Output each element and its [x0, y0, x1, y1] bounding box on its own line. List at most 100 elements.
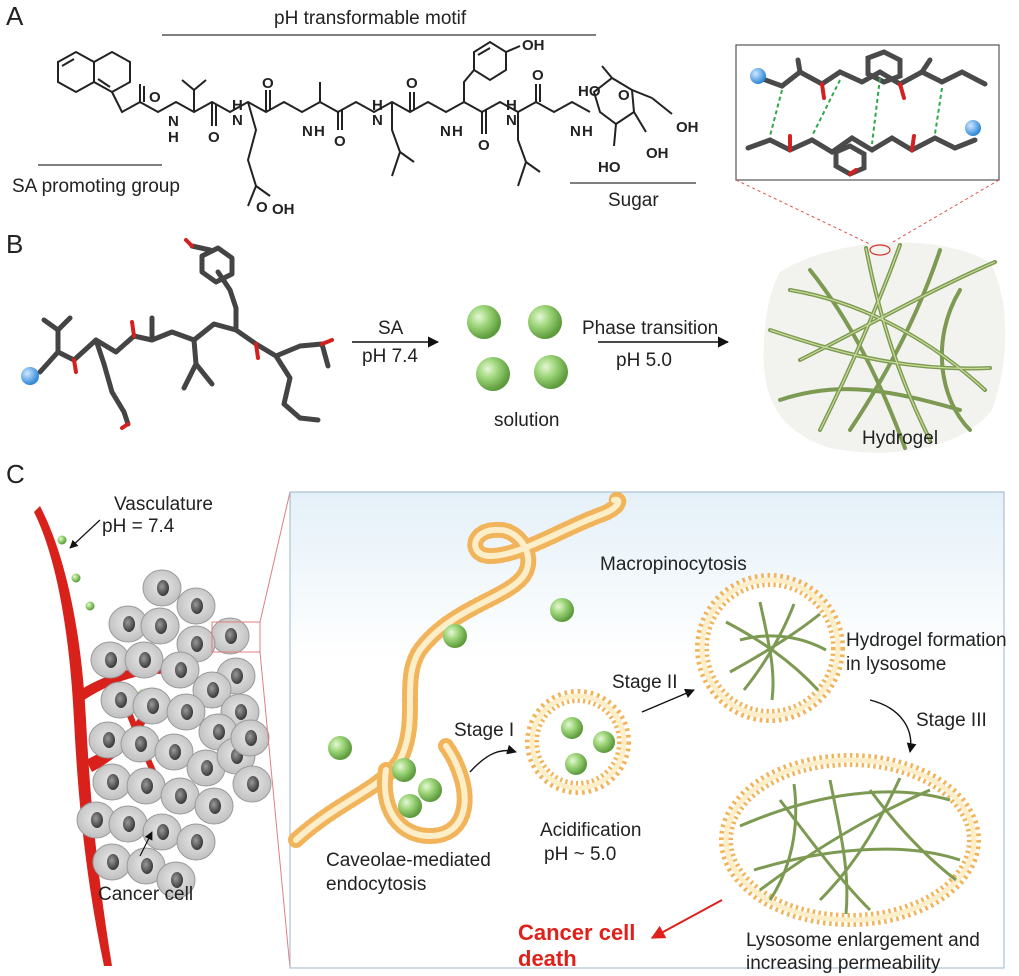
cell-nucleus — [107, 774, 119, 790]
stage-i-label: Stage I — [454, 720, 515, 741]
sa-group-label: SA promoting group — [12, 176, 180, 197]
atom-h: H — [168, 129, 179, 146]
atom-ho: HO — [598, 159, 621, 176]
cancer-cell-label: Cancer cell — [98, 884, 194, 905]
motif-label: pH transformable motif — [274, 8, 467, 29]
cell-nucleus — [103, 732, 115, 748]
sugar-label: Sugar — [608, 190, 659, 211]
arrow-ph-label: pH 7.4 — [362, 346, 418, 367]
phase-ph-label: pH 5.0 — [616, 350, 672, 371]
cell-nucleus — [213, 724, 225, 740]
cell-nucleus — [141, 778, 153, 794]
panel-label-b: B — [6, 229, 24, 259]
cap-sphere — [21, 367, 39, 385]
atom-oh: OH — [676, 119, 699, 136]
atom-n: N — [372, 112, 383, 129]
atom-oh: OH — [272, 201, 295, 218]
atom-n: N — [440, 123, 451, 140]
vasculature-label: Vasculature — [114, 494, 213, 515]
solution-label: solution — [494, 410, 560, 431]
atom-ho: HO — [578, 83, 601, 100]
cell-nucleus — [209, 798, 221, 814]
atom-h: H — [452, 123, 463, 140]
stage-ii-arrow — [641, 688, 695, 713]
cell-nucleus — [115, 692, 127, 708]
atom-o: O — [478, 137, 490, 154]
atom-o: O — [334, 133, 346, 150]
hydrogel-fibers-highlight — [769, 244, 996, 441]
atom-o: O — [618, 87, 630, 104]
hydrogel-label: Hydrogel — [862, 428, 939, 449]
hydrogel-background — [763, 242, 1006, 453]
cap-sphere — [965, 120, 981, 136]
nanoparticles-solution — [467, 305, 568, 391]
pointer-arrow — [139, 831, 153, 857]
atom-h: H — [372, 97, 383, 114]
cell-nucleus — [157, 580, 169, 596]
atom-oh: OH — [522, 37, 545, 54]
cell-nucleus — [105, 652, 117, 668]
cancer-cell-death-label-2: death — [518, 946, 577, 971]
cell-nucleus — [139, 652, 151, 668]
atom-o: O — [262, 75, 274, 92]
cell-nucleus — [123, 816, 135, 832]
cell-nucleus — [147, 698, 159, 714]
atom-o: O — [208, 129, 220, 146]
oxygen-atoms — [788, 82, 916, 176]
lysosome-enlargement-label: Lysosome enlargement and — [746, 930, 980, 951]
cell-nucleus — [191, 636, 203, 652]
atom-o: O — [149, 89, 161, 106]
stick-model — [745, 49, 988, 177]
atom-n: N — [506, 112, 517, 129]
cell-nucleus — [169, 744, 181, 760]
peptide-structure — [57, 40, 673, 207]
atom-h: H — [582, 123, 593, 140]
atom-o: O — [406, 75, 418, 92]
atom-n: N — [168, 113, 179, 130]
stage-i-arrow — [469, 744, 517, 773]
cell-nucleus — [107, 854, 119, 870]
zoom-lines — [735, 179, 1000, 247]
cell-nucleus — [235, 704, 247, 720]
cell-nucleus — [225, 628, 237, 644]
arrow-sa-label: SA — [378, 318, 404, 339]
cell-nucleus — [123, 616, 135, 632]
macropinocytosis-label: Macropinocytosis — [600, 554, 747, 575]
cell-nucleus — [181, 704, 193, 720]
atom-n: N — [232, 112, 243, 129]
caveolae-label: Caveolae-mediated — [326, 850, 491, 871]
pointer-arrow — [69, 519, 101, 549]
atom-oh: OH — [646, 145, 669, 162]
bracket-lines — [38, 34, 696, 184]
atom-o: O — [532, 67, 544, 84]
stage-iii-arrow — [869, 699, 917, 753]
peptide-stick-model — [37, 243, 331, 427]
stage-iii-label: Stage III — [916, 710, 987, 731]
cell-nucleus — [201, 760, 213, 776]
zoom-lines-c — [259, 491, 291, 969]
vasculature-ph-label: pH = 7.4 — [102, 516, 175, 537]
cell-nucleus — [91, 812, 103, 828]
atom-n: N — [302, 123, 313, 140]
enlarged-lysosome — [719, 753, 981, 927]
blood-vessel — [34, 506, 112, 966]
cell-nucleus — [141, 858, 153, 874]
cell-nucleus — [135, 736, 147, 752]
atom-h: H — [314, 123, 325, 140]
cell-nucleus — [175, 662, 187, 678]
stage-ii-label: Stage II — [612, 672, 678, 693]
cell-nucleus — [171, 872, 183, 888]
cell-nucleus — [207, 682, 219, 698]
atom-o: O — [256, 199, 268, 216]
acidification-label: Acidification — [540, 820, 642, 841]
caveolae-label-2: endocytosis — [326, 874, 427, 895]
cell-nucleus — [191, 598, 203, 614]
cell-nucleus — [175, 788, 187, 804]
lysosome-hydrogel — [695, 573, 845, 723]
nanoparticles-extracellular — [328, 598, 574, 818]
lysosome-enlargement-label-2: increasing permeability — [746, 953, 941, 974]
cell-nucleus — [191, 834, 203, 850]
panel-label-a: A — [6, 1, 24, 31]
tumor-cells — [76, 569, 272, 899]
zoom-circle — [869, 244, 891, 256]
